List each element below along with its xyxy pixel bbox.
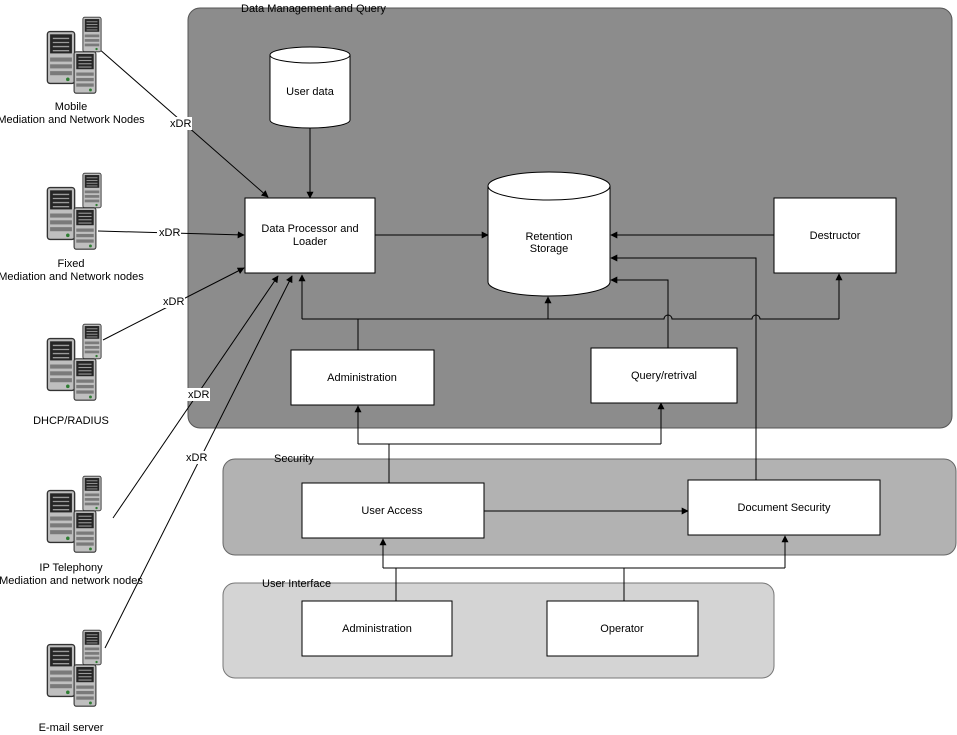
xdr-label-mobile: xDR: [170, 118, 191, 130]
security-group-label: Security: [274, 453, 314, 465]
document-security-label: Document Security: [738, 502, 831, 514]
server-icon: [47, 324, 101, 400]
ui-administration-box: Administration: [301, 600, 453, 657]
mobile-source: Mobile Mediation and Network Nodes: [0, 17, 145, 126]
fixed-source: Fixed Mediation and Network nodes: [0, 173, 144, 283]
ui-administration-label: Administration: [342, 623, 412, 635]
query-retrieval-box: Query/retrival: [590, 347, 738, 404]
data-processor-label-2: Loader: [293, 236, 328, 248]
xdr-label-ip: xDR: [188, 389, 209, 401]
server-icon: [47, 630, 101, 706]
server-icon: [47, 17, 101, 93]
xdr-label-dhcp: xDR: [163, 296, 184, 308]
destructor-box: Destructor: [773, 197, 897, 274]
edge-bus-line: [302, 314, 839, 320]
xdr-label-fixed: xDR: [159, 227, 180, 239]
dhcp-radius-label: DHCP/RADIUS: [33, 415, 109, 427]
fixed-source-label-1: Fixed: [58, 258, 85, 270]
xdr-label-email: xDR: [186, 452, 207, 464]
retention-storage-label-1: Retention: [525, 231, 572, 243]
email-server-label: E-mail server: [39, 722, 104, 734]
retention-storage: Retention Storage: [487, 171, 611, 297]
administration-box: Administration: [290, 349, 435, 406]
operator-label: Operator: [600, 623, 644, 635]
user-access-label: User Access: [361, 505, 423, 517]
document-security-box: Document Security: [687, 479, 881, 536]
user-data-label: User data: [286, 86, 335, 98]
administration-label: Administration: [327, 372, 397, 384]
server-icon: [47, 173, 101, 249]
fixed-source-label-2: Mediation and Network nodes: [0, 271, 144, 283]
user-access-box: User Access: [301, 482, 485, 539]
data-processor-label-1: Data Processor and: [261, 223, 358, 235]
data-management-group-label: Data Management and Query: [241, 3, 386, 15]
mobile-source-label-1: Mobile: [55, 101, 87, 113]
ip-telephony-label-2: Mediation and network nodes: [0, 575, 143, 587]
email-server-source: E-mail server: [39, 630, 104, 734]
edge-labels: xDR xDR xDR xDR xDR: [157, 117, 210, 464]
mobile-source-label-2: Mediation and Network Nodes: [0, 114, 145, 126]
ip-telephony-label-1: IP Telephony: [39, 562, 103, 574]
user-data-storage: User data: [269, 46, 351, 129]
query-retrieval-label: Query/retrival: [631, 370, 697, 382]
retention-storage-label-2: Storage: [530, 243, 569, 255]
dhcp-radius-source: DHCP/RADIUS: [33, 324, 109, 427]
data-processor-box: Data Processor and Loader: [244, 197, 376, 274]
edge-query-retention: [610, 276, 669, 348]
destructor-label: Destructor: [810, 230, 861, 242]
ip-telephony-source: IP Telephony Mediation and network nodes: [0, 476, 143, 587]
user-interface-group-label: User Interface: [262, 578, 331, 590]
edge-docsec-retention: [610, 254, 757, 480]
operator-box: Operator: [546, 600, 699, 657]
server-icon: [47, 476, 101, 552]
